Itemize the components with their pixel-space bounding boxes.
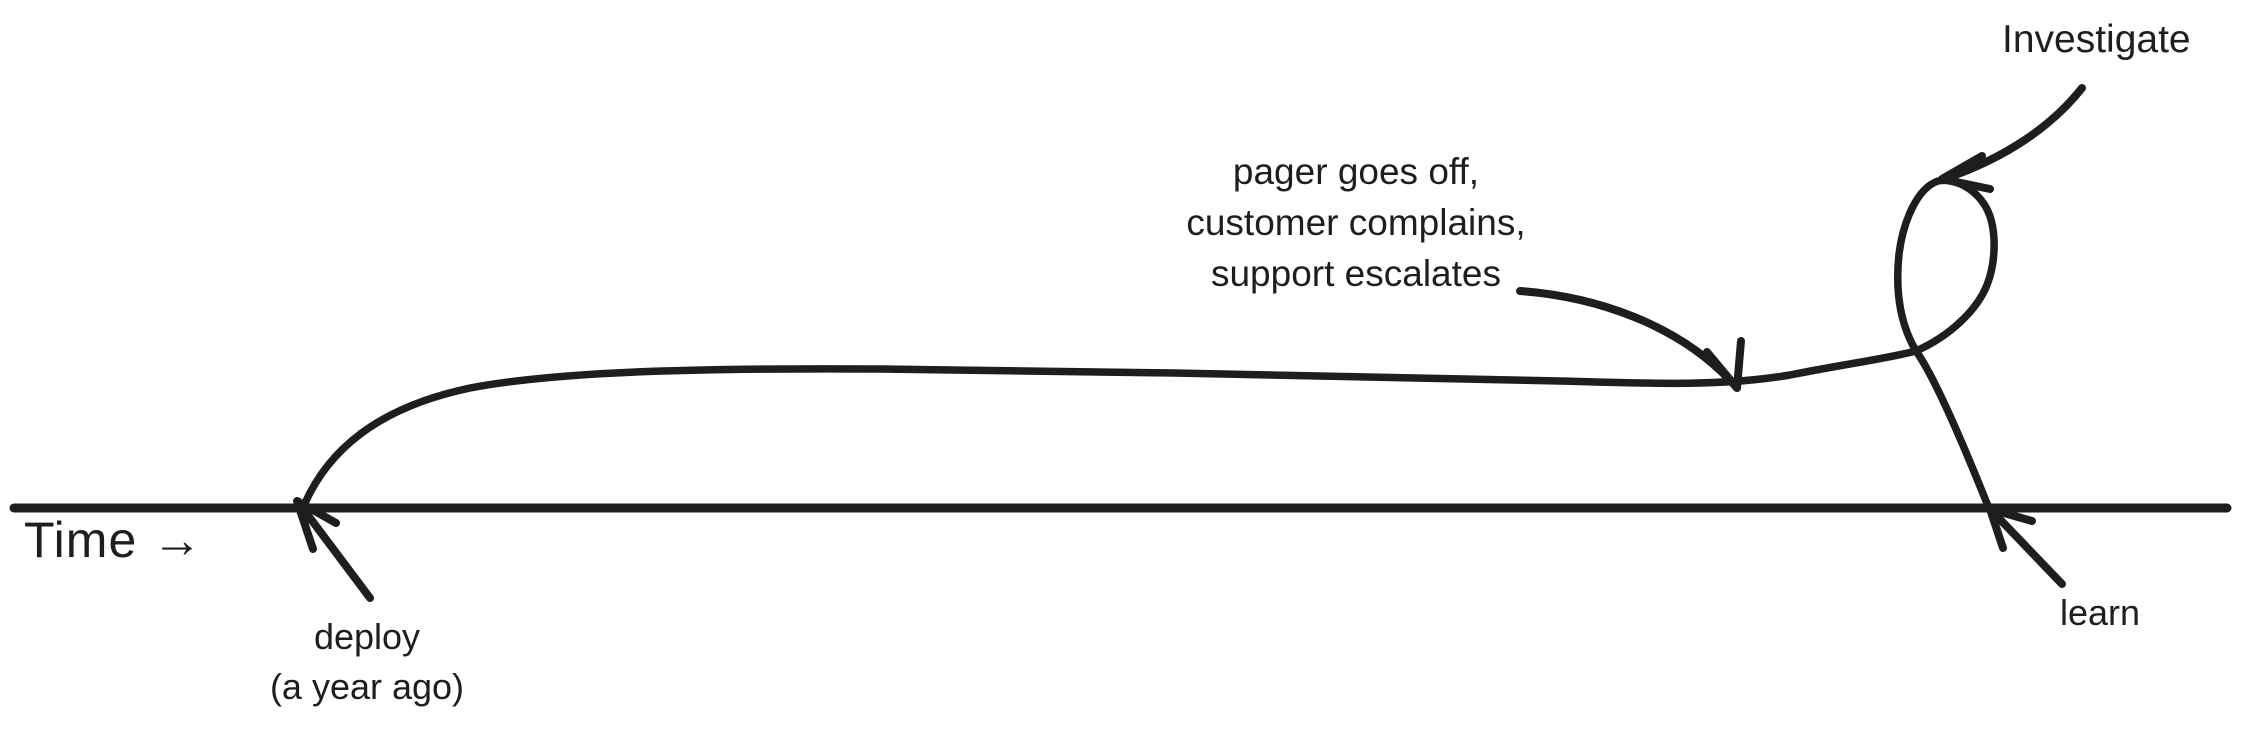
deploy-line-1: deploy bbox=[313, 616, 421, 657]
deploy-arrow bbox=[293, 497, 374, 602]
incident-line-3: support escalates bbox=[1210, 253, 1501, 294]
learn-arrow bbox=[1986, 505, 2066, 588]
time-axis-label: Time → bbox=[24, 512, 204, 568]
incident-line-2: customer complains, bbox=[1186, 202, 1526, 243]
incident-curve bbox=[301, 176, 1998, 510]
investigate-label: Investigate bbox=[2002, 18, 2191, 61]
deploy-line-2: (a year ago) bbox=[269, 666, 465, 707]
learn-label: learn bbox=[2060, 592, 2141, 633]
pager-callout-arrow bbox=[1516, 287, 1745, 392]
deploy-label: deploy (a year ago) bbox=[242, 612, 492, 712]
incident-line-1: pager goes off, bbox=[1232, 151, 1480, 192]
investigate-arrow bbox=[1938, 84, 2086, 193]
incident-callout-text: pager goes off, customer complains, supp… bbox=[1106, 146, 1606, 299]
